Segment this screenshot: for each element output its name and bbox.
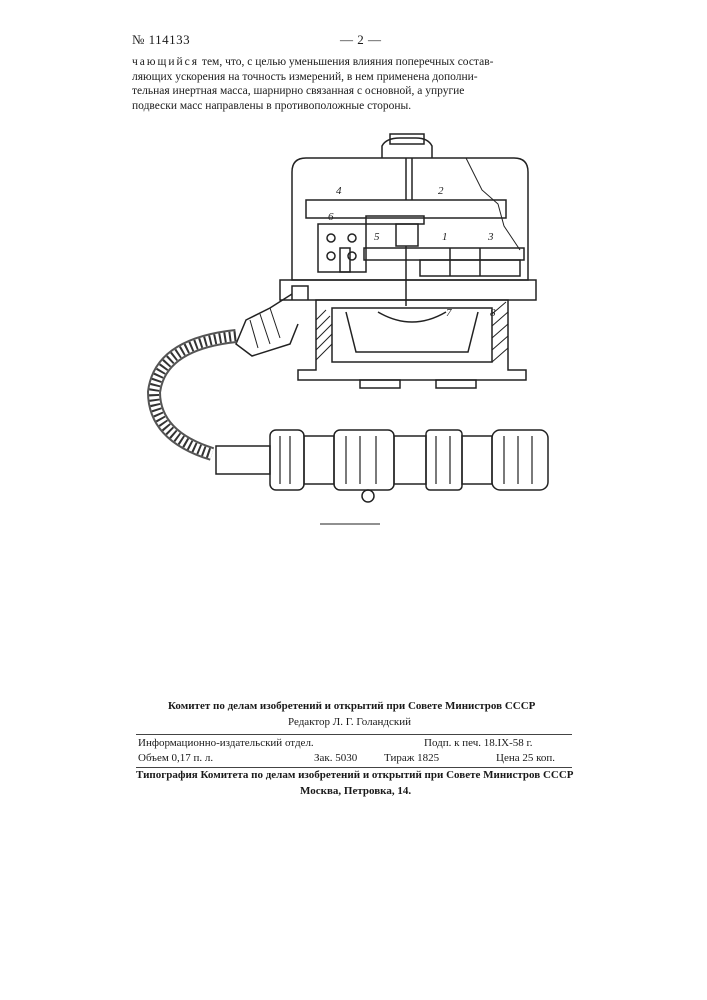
connector-body [270,430,304,490]
callout-4: 4 [336,185,342,197]
callout-1: 1 [442,231,448,243]
order-number: Зак. 5030 [314,752,357,764]
callout-2: 2 [438,185,444,197]
editor-line: Редактор Л. Г. Голандский [288,716,411,728]
signed-print: Подп. к печ. 18.IX-58 г. [424,737,533,749]
price: Цена 25 коп. [496,752,555,764]
callout-5: 5 [374,231,380,243]
base-plate [280,280,536,300]
spaced-word: чающийся [132,56,199,68]
claim-line-1: чающийся тем, что, с целью уменьшения вл… [132,55,572,70]
claim-text: чающийся тем, что, с целью уменьшения вл… [132,55,572,113]
claim-line-4: подвески масс направлены в противоположн… [132,99,572,114]
claim-line-1-rest: тем, что, с целью уменьшения влияния поп… [199,56,493,68]
committee-line: Комитет по делам изобретений и открытий … [168,700,535,712]
divider [136,734,572,735]
callout-3: 3 [487,231,494,243]
address-line: Москва, Петровка, 14. [300,785,411,797]
patent-number: № 114133 [132,32,190,48]
claim-line-2: ляющих ускорения на точность измерений, … [132,70,572,85]
publisher-dept: Информационно-издательский отдел. [138,737,314,749]
circulation: Тираж 1825 [384,752,439,764]
callout-8: 8 [490,307,496,319]
volume: Объем 0,17 п. л. [138,752,213,764]
device-drawing: 4 2 6 5 1 3 7 8 [120,130,580,530]
claim-line-3: тельная инертная масса, шарнирно связанн… [132,84,572,99]
divider [136,767,572,768]
callout-7: 7 [446,307,452,319]
callout-6: 6 [328,211,334,223]
page-number: — 2 — [340,32,382,48]
printer-line: Типография Комитета по делам изобретений… [136,769,574,781]
